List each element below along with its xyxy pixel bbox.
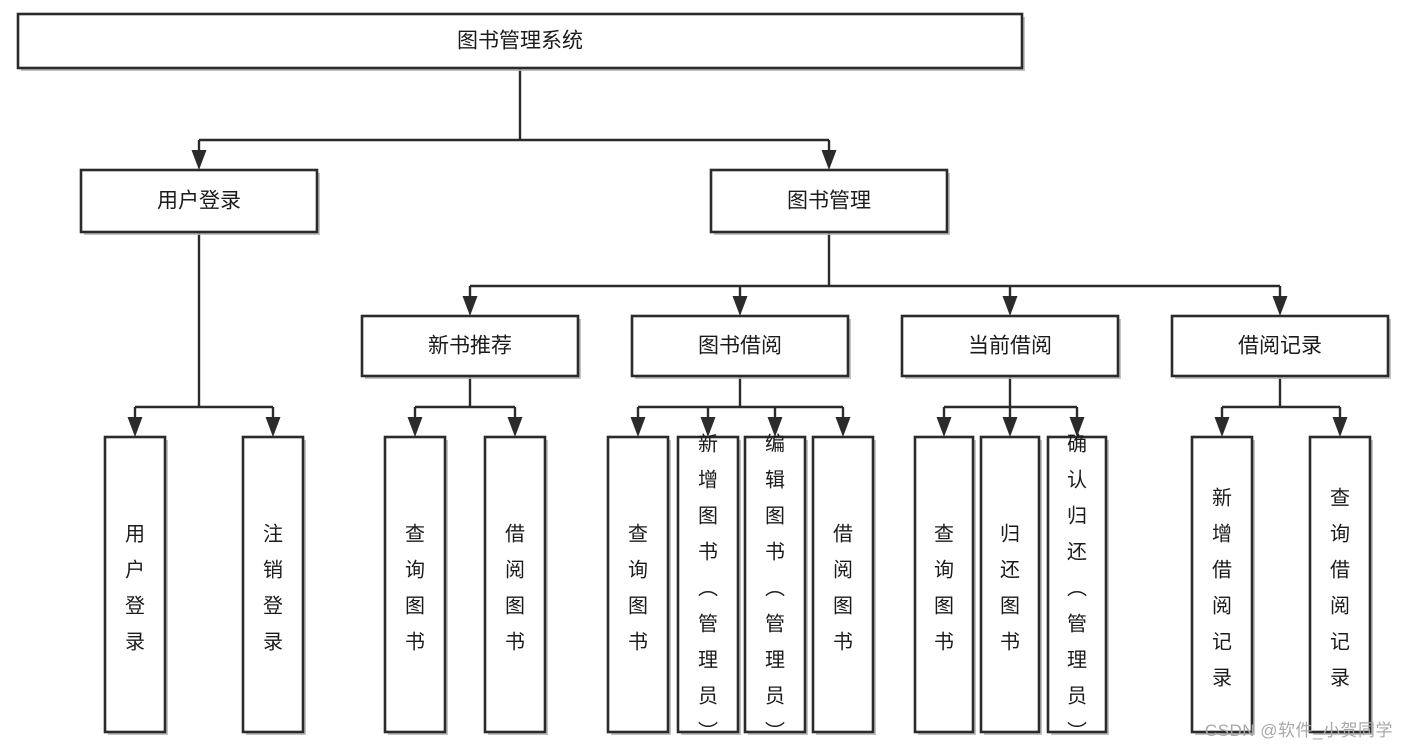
node-label: 新增图书︵管理员︶ xyxy=(698,433,718,744)
node-leaf-add-book[interactable]: 新增图书︵管理员︶ xyxy=(676,433,741,744)
node-label: 查询图书 xyxy=(405,523,425,654)
node-label: 查询图书 xyxy=(628,523,648,654)
node-leaf-query-book-2[interactable]: 查询图书 xyxy=(606,435,671,735)
node-label: 用户登录 xyxy=(125,524,145,654)
node-label: 用户登录 xyxy=(157,190,241,213)
nodes-layer: 图书管理系统用户登录图书管理新书推荐图书借阅当前借阅借阅记录用户登录注销登录查询… xyxy=(16,12,1391,744)
node-label: 确认归还︵管理员︶ xyxy=(1067,433,1087,744)
node-borrow-record[interactable]: 借阅记录 xyxy=(1170,314,1391,379)
node-leaf-logout[interactable]: 注销登录 xyxy=(241,435,306,735)
node-leaf-confirm-return[interactable]: 确认归还︵管理员︶ xyxy=(1046,433,1109,744)
node-label: 注销登录 xyxy=(263,523,283,654)
node-label: 查询借阅记录 xyxy=(1330,487,1350,690)
node-root[interactable]: 图书管理系统 xyxy=(16,12,1025,71)
node-label: 借阅记录 xyxy=(1238,335,1322,358)
node-leaf-query-book-3[interactable]: 查询图书 xyxy=(913,435,976,735)
node-leaf-query-book-1[interactable]: 查询图书 xyxy=(383,435,448,735)
node-label: 图书管理系统 xyxy=(457,30,583,53)
node-new-book-rec[interactable]: 新书推荐 xyxy=(360,314,581,379)
node-label: 新增借阅记录 xyxy=(1212,487,1232,690)
node-leaf-user-login[interactable]: 用户登录 xyxy=(103,435,168,735)
node-label: 图书管理 xyxy=(787,190,871,213)
node-user-login[interactable]: 用户登录 xyxy=(79,168,320,235)
node-label: 当前借阅 xyxy=(968,335,1052,358)
node-label: 归还图书 xyxy=(1000,523,1020,654)
node-label: 借阅图书 xyxy=(505,523,525,654)
node-leaf-borrow-book-2[interactable]: 借阅图书 xyxy=(811,435,876,735)
node-leaf-borrow-book-1[interactable]: 借阅图书 xyxy=(483,435,548,735)
node-leaf-add-record[interactable]: 新增借阅记录 xyxy=(1190,435,1255,735)
node-book-borrow[interactable]: 图书借阅 xyxy=(630,314,851,379)
node-label: 新书推荐 xyxy=(428,335,512,358)
node-leaf-edit-book[interactable]: 编辑图书︵管理员︶ xyxy=(743,433,808,744)
node-label: 查询图书 xyxy=(934,523,954,654)
node-current-borrow[interactable]: 当前借阅 xyxy=(900,314,1121,379)
connectors-layer xyxy=(127,68,1348,437)
node-label: 图书借阅 xyxy=(698,335,782,358)
node-leaf-query-record[interactable]: 查询借阅记录 xyxy=(1308,435,1373,735)
node-label: 编辑图书︵管理员︶ xyxy=(765,433,785,744)
node-label: 借阅图书 xyxy=(833,523,853,654)
node-book-manage[interactable]: 图书管理 xyxy=(709,168,950,235)
node-leaf-return-book[interactable]: 归还图书 xyxy=(979,435,1042,735)
